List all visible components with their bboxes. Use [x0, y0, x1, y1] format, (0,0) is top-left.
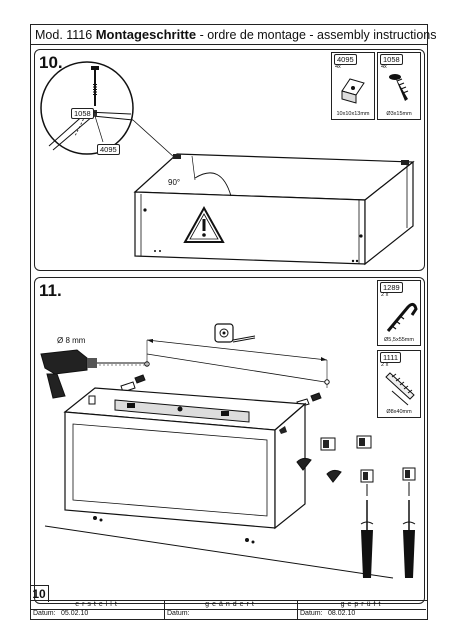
step-11-panel: 11. — [34, 277, 425, 604]
part-dim: Ø8x40mm — [386, 409, 412, 415]
step-10-number: 10. — [39, 53, 63, 72]
page-number: 10 — [30, 585, 49, 602]
changed-date-label: Datum: — [167, 610, 190, 617]
footer-table: erstellt Datum: 05.02.10 geändert Datum:… — [31, 600, 427, 619]
checked-date-label: Datum: — [300, 610, 323, 617]
part-box-1058: 1058 4x Ø3x15mm — [377, 52, 421, 120]
part-dim: 10x10x13mm — [336, 111, 370, 117]
footer-created: erstellt Datum: 05.02.10 — [31, 601, 164, 619]
part-id: 1058 — [380, 54, 403, 65]
sheet-title: Montageschritte — [95, 27, 197, 42]
created-label: erstellt — [31, 601, 164, 610]
part-id: 1111 — [380, 352, 402, 363]
part-box-1111: 1111 2 x Ø8x40mm — [377, 350, 421, 418]
callout-4095: 4095 — [97, 144, 120, 155]
sheet-subtitle: - ordre de montage - assembly instructio… — [196, 28, 437, 42]
created-date: 05.02.10 — [61, 610, 89, 617]
angle-bracket-icon — [341, 78, 365, 104]
created-date-label: Datum: — [33, 610, 56, 617]
checked-label: geprüft — [298, 601, 426, 610]
part-id: 1289 — [380, 282, 403, 293]
part-box-1289: 1289 2 x Ø5,5x55mm — [377, 280, 421, 346]
step-11-number: 11. — [39, 281, 62, 300]
checked-date: 08.02.10 — [328, 610, 356, 617]
wall-plug-icon — [385, 372, 415, 406]
part-id: 4095 — [334, 54, 357, 65]
angle-label: 90° — [168, 178, 181, 187]
part-dim: Ø3x15mm — [386, 111, 412, 117]
part-dim: Ø5,5x55mm — [384, 337, 414, 343]
footer-changed: geändert Datum: — [164, 601, 297, 619]
part-qty: 2 x — [381, 362, 389, 368]
sheet-header: Mod. 1116 Montageschritte - ordre de mon… — [31, 25, 437, 45]
part-box-4095: 4095 4x 10x10x13mm — [331, 52, 375, 120]
wood-screw-icon — [389, 74, 409, 101]
model-number: Mod. 1116 — [35, 28, 93, 42]
instruction-sheet: Mod. 1116 Montageschritte - ordre de mon… — [30, 24, 437, 620]
part-qty: 4x — [335, 64, 341, 70]
part-qty: 2 x — [381, 292, 389, 298]
changed-label: geändert — [165, 601, 297, 610]
step-10-illustration — [40, 61, 415, 266]
callout-1058: 1058 — [71, 108, 94, 119]
step-10-panel: 10. — [34, 49, 425, 271]
footer-checked: geprüft Datum: 08.02.10 — [297, 601, 426, 619]
drill-diameter-label: Ø 8 mm — [57, 336, 86, 345]
part-qty: 4x — [381, 64, 387, 70]
hook-screw-icon — [386, 302, 418, 332]
step-11-illustration — [40, 323, 416, 579]
